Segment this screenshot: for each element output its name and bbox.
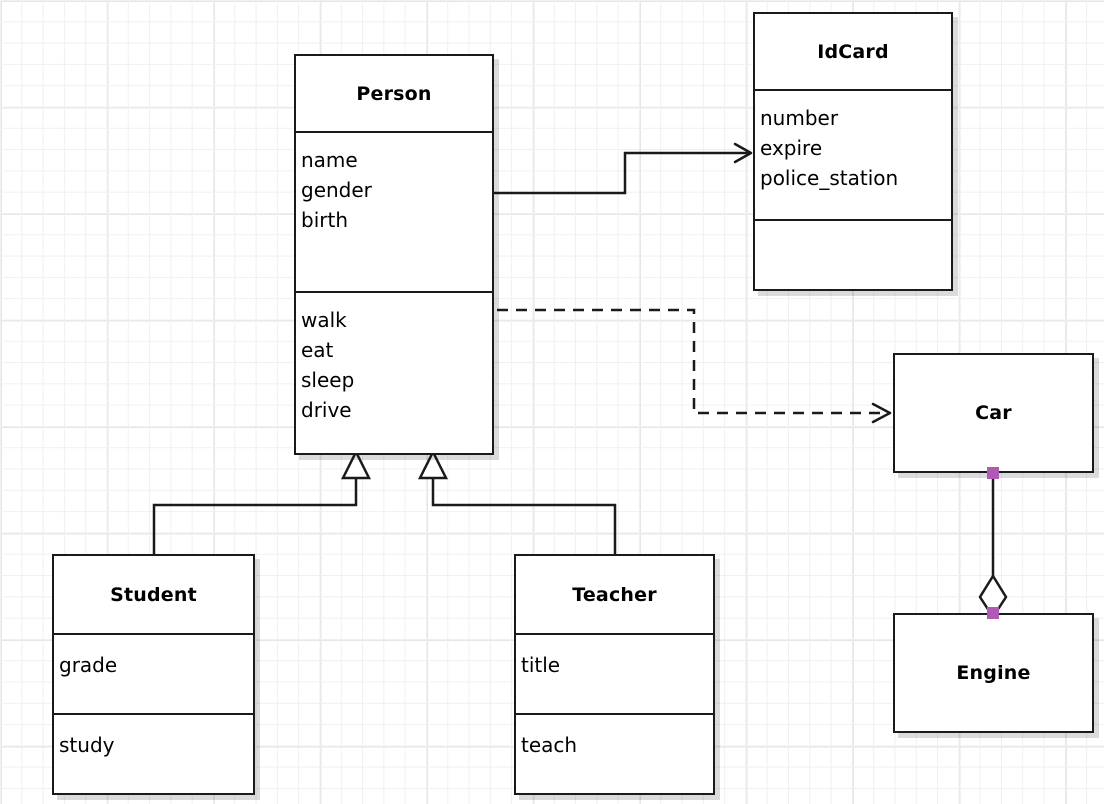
method-item: sleep xyxy=(301,368,355,392)
class-box-person[interactable]: Person name gender birth walk eat sleep … xyxy=(294,54,494,455)
generalization-teacher-person[interactable] xyxy=(417,449,617,554)
method-item: drive xyxy=(301,398,352,422)
class-name-compartment: IdCard xyxy=(755,14,951,89)
attribute-item: police_station xyxy=(760,166,899,190)
method-item: eat xyxy=(301,338,334,362)
association-line xyxy=(494,151,749,195)
attribute-item: title xyxy=(521,653,561,677)
class-name-compartment: Teacher xyxy=(516,556,713,633)
methods-compartment: study xyxy=(54,713,253,793)
class-name-compartment: Person xyxy=(296,56,492,131)
association-person-idcard[interactable] xyxy=(494,142,753,195)
methods-compartment: teach xyxy=(516,713,713,793)
link-endpoint-handle-target[interactable] xyxy=(987,607,999,619)
class-name-label: IdCard xyxy=(817,40,889,63)
attributes-compartment: number expire police_station xyxy=(755,89,951,219)
class-name-label: Student xyxy=(110,583,197,606)
method-item: walk xyxy=(301,308,347,332)
class-box-engine[interactable]: Engine xyxy=(893,613,1094,733)
methods-compartment xyxy=(755,219,951,289)
dependency-person-car[interactable] xyxy=(497,308,892,424)
generalization-line xyxy=(152,476,358,554)
class-name-compartment: Student xyxy=(54,556,253,633)
class-box-student[interactable]: Student grade study xyxy=(52,554,255,795)
open-arrowhead-icon xyxy=(733,142,753,164)
class-box-idcard[interactable]: IdCard number expire police_station xyxy=(753,12,953,291)
attributes-compartment: name gender birth xyxy=(296,131,492,291)
link-endpoint-handle-source[interactable] xyxy=(987,467,999,479)
attribute-item: expire xyxy=(760,136,823,160)
attribute-item: number xyxy=(760,106,839,130)
class-box-car[interactable]: Car xyxy=(893,353,1094,473)
attributes-compartment: title xyxy=(516,633,713,713)
method-item: teach xyxy=(521,733,578,757)
class-name-compartment: Car xyxy=(895,355,1092,471)
class-box-teacher[interactable]: Teacher title teach xyxy=(514,554,715,795)
class-name-label: Teacher xyxy=(572,583,657,606)
generalization-student-person[interactable] xyxy=(152,449,372,554)
dependency-line xyxy=(497,308,887,415)
attribute-item: birth xyxy=(301,208,348,232)
attribute-item: gender xyxy=(301,178,372,202)
class-name-compartment: Engine xyxy=(895,615,1092,731)
attribute-item: grade xyxy=(59,653,118,677)
attributes-compartment: grade xyxy=(54,633,253,713)
class-name-label: Car xyxy=(975,402,1012,424)
aggregation-car-engine[interactable] xyxy=(978,473,1008,620)
hollow-triangle-icon xyxy=(340,449,372,480)
generalization-line xyxy=(431,476,617,554)
hollow-triangle-icon xyxy=(417,449,449,480)
open-arrowhead-icon xyxy=(871,402,892,424)
class-name-label: Engine xyxy=(956,662,1031,684)
class-name-label: Person xyxy=(356,82,432,105)
methods-compartment: walk eat sleep drive xyxy=(296,291,492,453)
method-item: study xyxy=(59,733,115,757)
attribute-item: name xyxy=(301,148,358,172)
